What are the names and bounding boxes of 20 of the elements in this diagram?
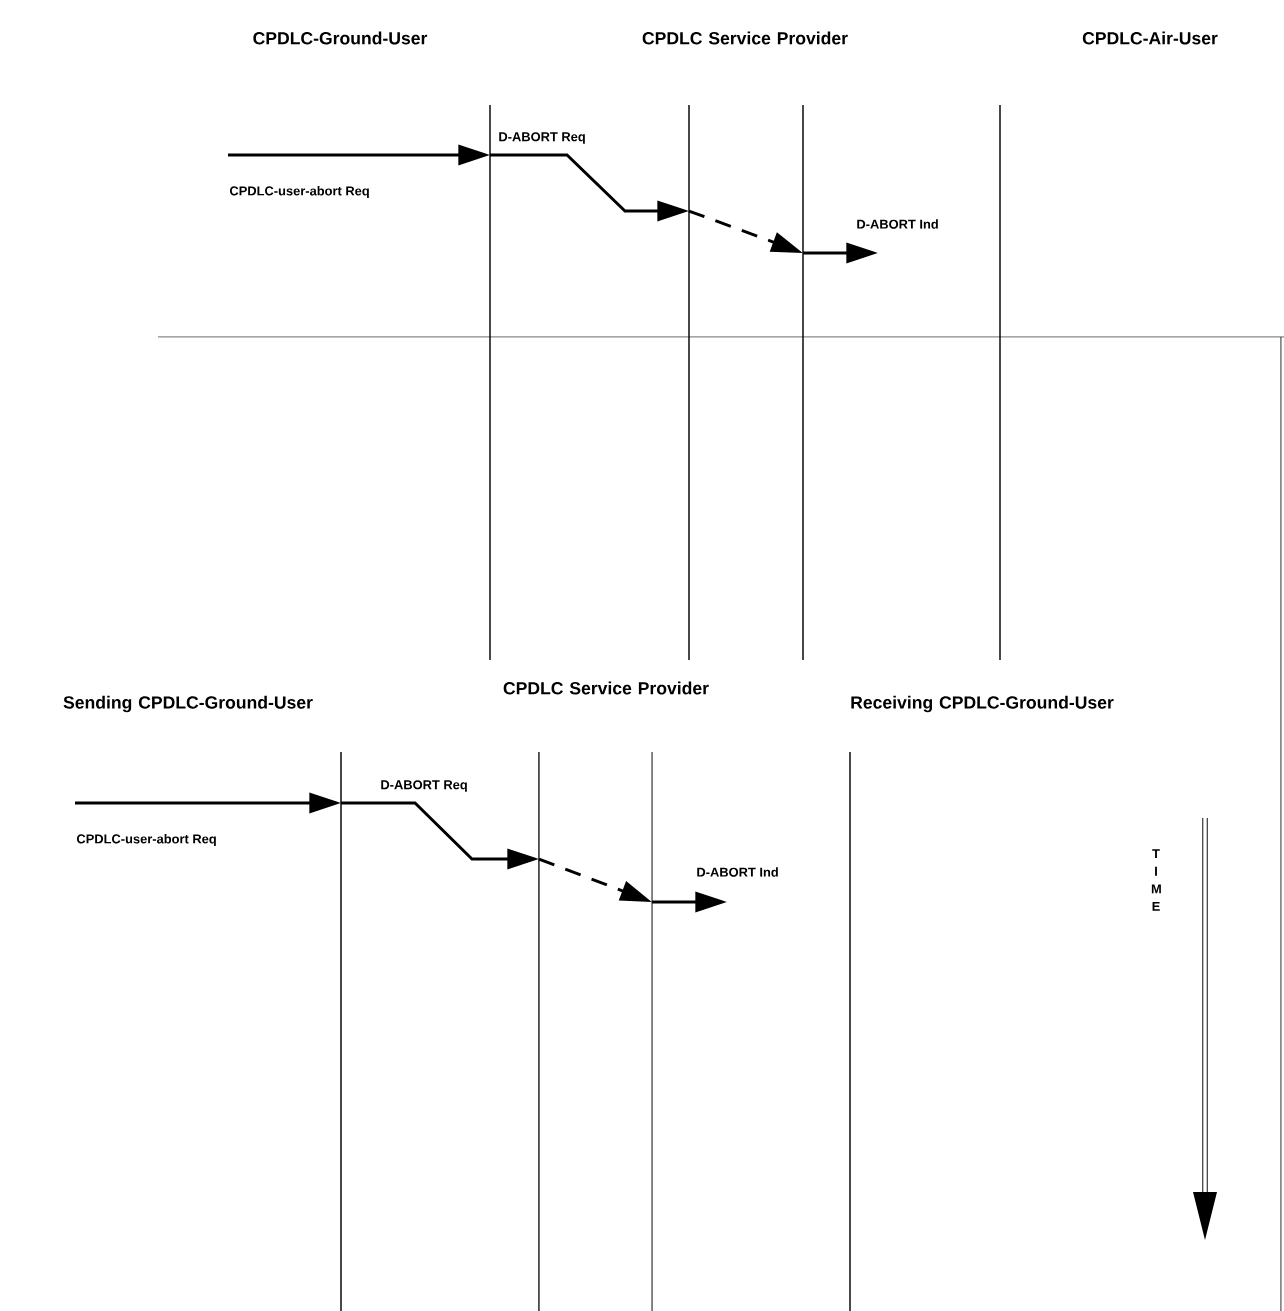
edge-label: CPDLC-user-abort Req: [76, 834, 216, 846]
lifeline: [340, 751, 342, 1311]
lifeline: [802, 104, 804, 661]
column-heading: Receiving CPDLC-Ground-User: [851, 695, 1114, 713]
column-heading: CPDLC Service Provider: [642, 31, 848, 45]
edge-label: D-ABORT Ind: [857, 219, 938, 229]
edge-label: D-ABORT Ind: [697, 867, 778, 877]
lifeline: [999, 104, 1001, 661]
column-heading: CPDLC-Air-User: [1082, 31, 1218, 45]
time-label: T I M E: [1151, 849, 1161, 911]
edge-label: D-ABORT Req: [381, 780, 467, 792]
edge-label: CPDLC-user-abort Req: [229, 186, 369, 198]
lifeline: [849, 751, 851, 1311]
lifeline: [489, 104, 491, 661]
lifeline: [688, 104, 690, 661]
edge-label: D-ABORT Req: [499, 132, 585, 144]
column-heading: CPDLC Service Provider: [503, 681, 709, 695]
column-heading: Sending CPDLC-Ground-User: [63, 695, 313, 713]
lifeline: [538, 751, 540, 1311]
column-heading: CPDLC-Ground-User: [253, 31, 428, 45]
